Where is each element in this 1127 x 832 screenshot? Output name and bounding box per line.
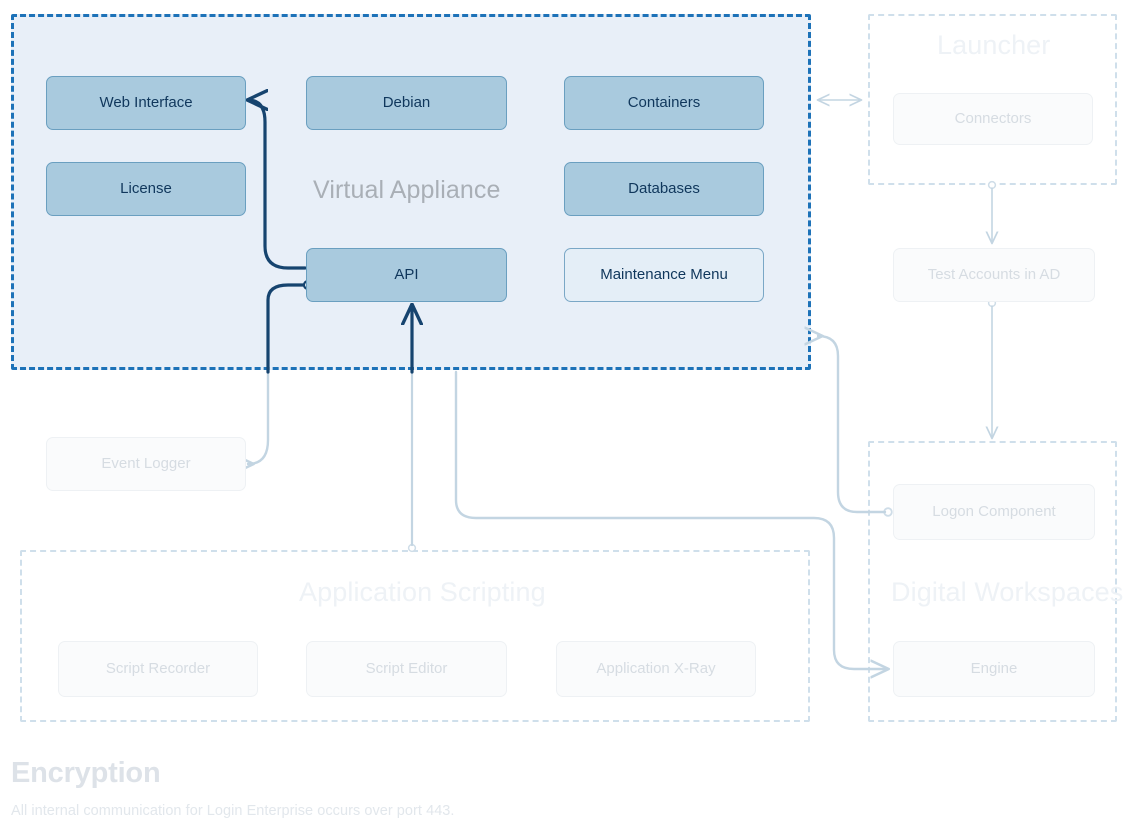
node-license[interactable]: License [46,162,246,216]
node-connectors[interactable]: Connectors [893,93,1093,145]
node-engine[interactable]: Engine [893,641,1095,697]
node-script-recorder[interactable]: Script Recorder [58,641,258,697]
node-test-accounts-in-ad[interactable]: Test Accounts in AD [893,248,1095,302]
node-web-interface[interactable]: Web Interface [46,76,246,130]
node-application-xray[interactable]: Application X-Ray [556,641,756,697]
node-api[interactable]: API [306,248,507,302]
node-debian[interactable]: Debian [306,76,507,130]
wire-appliance-eventlogger [248,358,270,464]
footer-heading-encryption: Encryption [11,757,161,789]
group-title-virtual-appliance: Virtual Appliance [313,176,501,204]
footer-body-encryption: All internal communication for Login Ent… [11,803,455,819]
group-title-launcher: Launcher [937,30,1051,60]
node-logon-component[interactable]: Logon Component [893,484,1095,540]
group-title-application-scripting: Application Scripting [299,577,546,607]
node-script-editor[interactable]: Script Editor [306,641,507,697]
group-title-digital-workspaces: Digital Workspaces [891,577,1124,607]
node-containers[interactable]: Containers [564,76,764,130]
node-event-logger[interactable]: Event Logger [46,437,246,491]
node-databases[interactable]: Databases [564,162,764,216]
node-maintenance-menu[interactable]: Maintenance Menu [564,248,764,302]
